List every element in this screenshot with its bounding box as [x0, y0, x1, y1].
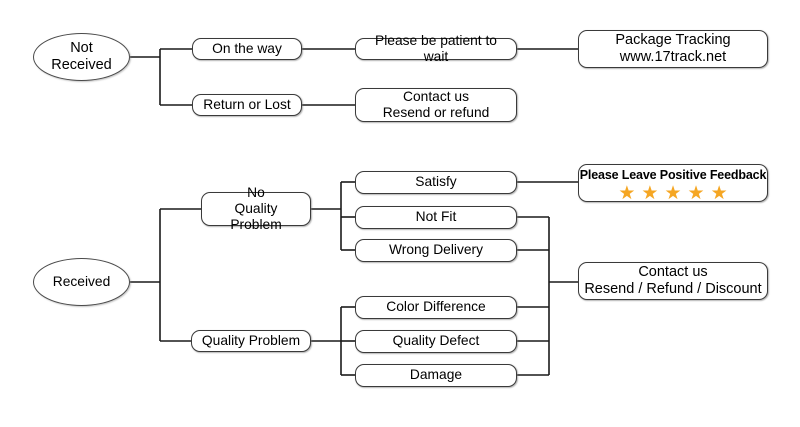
node-on-the-way-label: On the way: [212, 40, 282, 56]
node-damage-label: Damage: [409, 367, 463, 383]
star-icon: ★: [641, 182, 659, 204]
node-contact-resend-refund[interactable]: Contact us Resend or refund: [355, 88, 517, 122]
node-quality-defect[interactable]: Quality Defect: [355, 330, 517, 353]
node-received[interactable]: Received: [33, 258, 130, 306]
node-quality-problem-label: Quality Problem: [201, 332, 301, 348]
star-icon: ★: [664, 182, 682, 204]
node-wrong-delivery-label: Wrong Delivery: [388, 242, 484, 258]
node-quality-problem[interactable]: Quality Problem: [191, 330, 311, 352]
node-not-received[interactable]: Not Received: [33, 33, 130, 81]
node-positive-feedback[interactable]: Please Leave Positive Feedback ★ ★ ★ ★ ★: [578, 164, 768, 203]
star-rating[interactable]: ★ ★ ★ ★ ★: [618, 184, 727, 203]
node-damage[interactable]: Damage: [355, 364, 517, 387]
node-contact-resend-refund-label: Contact us Resend or refund: [382, 88, 490, 120]
node-contact-resend-refund-discount[interactable]: Contact us Resend / Refund / Discount: [578, 262, 768, 300]
node-not-received-label: Not Received: [51, 39, 112, 73]
node-received-label: Received: [52, 273, 111, 289]
node-color-difference-label: Color Difference: [386, 299, 486, 315]
node-satisfy[interactable]: Satisfy: [355, 171, 517, 194]
node-satisfy-label: Satisfy: [415, 174, 457, 190]
node-not-fit[interactable]: Not Fit: [355, 206, 517, 229]
node-no-quality-problem-label: No Quality Problem: [230, 184, 282, 233]
star-icon: ★: [687, 182, 705, 204]
node-no-quality-problem[interactable]: No Quality Problem: [201, 185, 311, 232]
node-wrong-delivery[interactable]: Wrong Delivery: [355, 239, 517, 262]
node-return-or-lost[interactable]: Return or Lost: [192, 94, 302, 116]
node-on-the-way[interactable]: On the way: [192, 38, 302, 60]
node-return-or-lost-label: Return or Lost: [203, 96, 291, 112]
node-positive-feedback-label: Please Leave Positive Feedback: [579, 168, 767, 182]
node-contact-resend-refund-discount-label: Contact us Resend / Refund / Discount: [584, 263, 762, 297]
star-icon: ★: [710, 182, 728, 204]
node-package-tracking[interactable]: Package Tracking www.17track.net: [578, 30, 768, 68]
node-color-difference[interactable]: Color Difference: [355, 296, 517, 319]
node-please-be-patient-label: Please be patient to wait: [375, 32, 497, 64]
node-package-tracking-label: Package Tracking www.17track.net: [615, 31, 731, 65]
star-icon: ★: [618, 182, 636, 204]
node-please-be-patient[interactable]: Please be patient to wait: [355, 33, 517, 64]
node-quality-defect-label: Quality Defect: [392, 333, 480, 349]
node-not-fit-label: Not Fit: [415, 209, 457, 225]
